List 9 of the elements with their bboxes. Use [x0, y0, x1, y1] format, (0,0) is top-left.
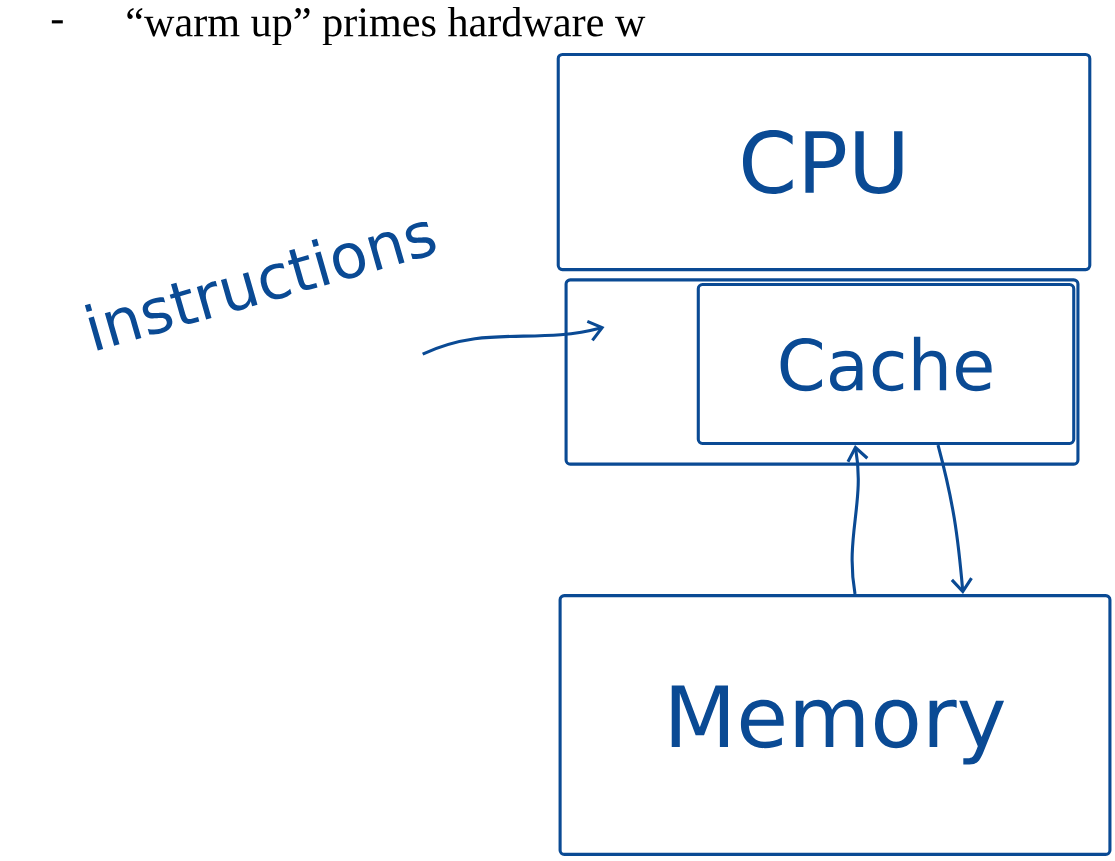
chip-box — [564, 278, 1080, 466]
arrow — [936, 444, 973, 595]
heading-text: “warm up” primes hardware w — [127, 6, 646, 46]
arrow — [846, 445, 869, 595]
memory-box: Memory — [558, 594, 1112, 856]
arrow — [422, 320, 605, 356]
heading-text: - — [51, 20, 63, 24]
cpu-box: CPU — [556, 52, 1092, 272]
cache-box: Cache — [696, 283, 1076, 445]
